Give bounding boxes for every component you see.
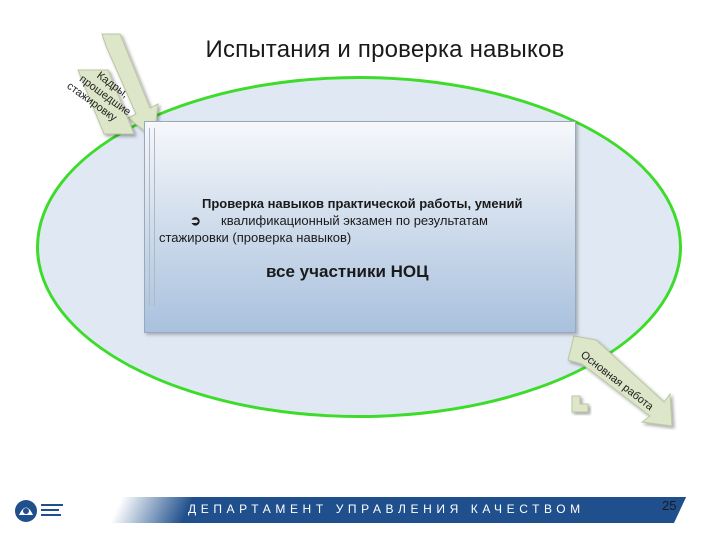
bullet-text-line-1: квалификационный экзамен по результатам bbox=[221, 213, 488, 228]
arrow-out-label: Основная работа bbox=[578, 349, 656, 414]
bullet-arrow-icon: ➲ bbox=[190, 213, 201, 228]
bullet-text-line-2: стажировки (проверка навыков) bbox=[159, 230, 352, 245]
main-content-box bbox=[144, 121, 576, 333]
page-title: Испытания и проверка навыков bbox=[205, 36, 565, 63]
rosatom-logo-icon bbox=[15, 500, 63, 522]
arrow-out-icon: Основная работа bbox=[567, 335, 673, 427]
box-heading: Проверка навыков практической работы, ум… bbox=[202, 196, 523, 211]
participants-label: все участники НОЦ bbox=[266, 262, 429, 281]
footer-department-label: ДЕПАРТАМЕНТ УПРАВЛЕНИЯ КАЧЕСТВОМ bbox=[188, 502, 585, 516]
arrow-in-icon: Кадры, прошедшие стажировку bbox=[65, 33, 159, 139]
page-number: 25 bbox=[662, 498, 677, 513]
box-divider bbox=[149, 128, 155, 306]
